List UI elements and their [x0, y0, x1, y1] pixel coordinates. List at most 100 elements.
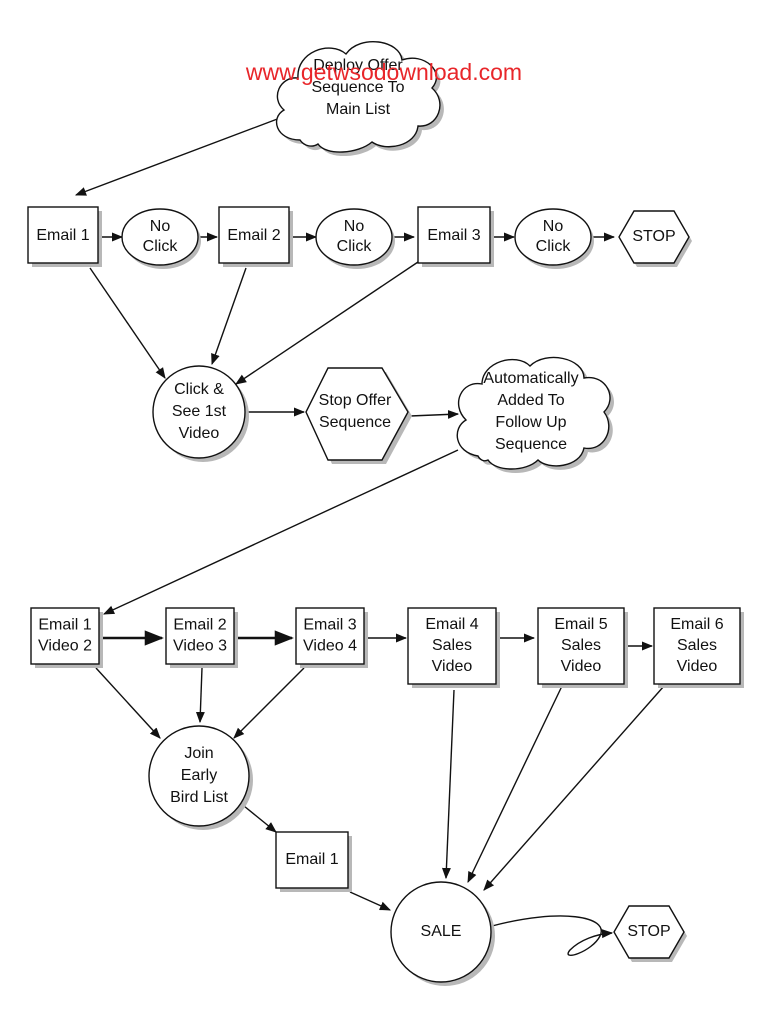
stop-bottom-label: STOP	[627, 923, 670, 940]
noclick3-label-line: Click	[536, 238, 572, 255]
edge-ev6-to-sale	[483, 685, 665, 891]
email2-top-label: Email 2	[227, 227, 280, 244]
edge-ev1-to-early-bird	[95, 667, 161, 739]
watermark-text: www.getwsodownload.com	[245, 59, 522, 85]
email1-top-label-line: Email 1	[36, 227, 89, 244]
ev6-label-line: Video	[677, 658, 718, 675]
deploy-offer-label-line: Deploy Offer	[313, 57, 403, 74]
ev1-label-line: Video 2	[38, 638, 92, 655]
early-bird-label-line: Bird List	[170, 789, 228, 806]
auto-follow-label-line: Automatically	[483, 370, 578, 387]
ev4-label-line: Video	[432, 658, 473, 675]
ev2-label: Email 2 Video 3	[173, 617, 227, 655]
edge-auto-follow-to-ev1	[102, 449, 459, 615]
ev4-label-line: Email 4	[425, 616, 478, 633]
email3-top-box: Email 3	[417, 206, 494, 267]
email1-video2-box: Email 1 Video 2	[30, 607, 103, 668]
ev5-label-line: Video	[561, 658, 602, 675]
edge-email1-to-click-video	[89, 267, 166, 379]
auto-follow-label-line: Follow Up	[495, 414, 566, 431]
edge-sale-to-stop	[491, 915, 614, 956]
ev6-label-line: Email 6	[670, 616, 723, 633]
noclick3-label-line: No	[543, 218, 564, 235]
noclick1-label-line: Click	[143, 238, 179, 255]
edges	[74, 117, 665, 956]
edge-email1-to-sale	[349, 891, 392, 911]
ev5-label-line: Email 5	[554, 616, 607, 633]
email1-top-box: Email 1	[27, 206, 102, 267]
ev3-label-line: Email 3	[303, 617, 356, 634]
email1-bottom-label-line: Email 1	[285, 851, 338, 868]
deploy-offer-label-line: Sequence To	[311, 79, 404, 96]
stop-bottom-label-line: STOP	[627, 923, 670, 940]
stop-offer-label-line: Sequence	[319, 414, 391, 431]
sale-label: SALE	[421, 923, 462, 940]
stop-top-label-line: STOP	[632, 228, 675, 245]
email1-bottom-box: Email 1	[275, 831, 352, 892]
click-video-label-line: See 1st	[172, 403, 227, 420]
auto-follow-label-line: Sequence	[495, 436, 567, 453]
email3-top-label-line: Email 3	[427, 227, 480, 244]
email1-bottom-label: Email 1	[285, 851, 338, 868]
ev2-label-line: Video 3	[173, 638, 227, 655]
noclick1-label-line: No	[150, 218, 171, 235]
ev3-label-line: Video 4	[303, 638, 357, 655]
ev2-label-line: Email 2	[173, 617, 226, 634]
ev3-label: Email 3 Video 4	[303, 617, 357, 655]
ev1-label: Email 1 Video 2	[38, 617, 92, 655]
edge-ev5-to-sale	[467, 685, 563, 884]
stop-top-hexagon: STOP	[618, 210, 692, 267]
email1-top-label: Email 1	[36, 227, 89, 244]
early-bird-label-line: Join	[184, 745, 213, 762]
early-bird-label-line: Early	[181, 767, 217, 784]
email2-top-label-line: Email 2	[227, 227, 280, 244]
edge-deploy-to-email1	[74, 117, 281, 196]
click-video-label-line: Click &	[174, 381, 224, 398]
edge-ev4-to-sale	[441, 689, 455, 880]
auto-follow-label-line: Added To	[497, 392, 564, 409]
ev1-label-line: Email 1	[38, 617, 91, 634]
email3-video4-box: Email 3 Video 4	[295, 607, 368, 668]
edge-email2-to-click-video	[211, 267, 247, 366]
edge-email3-to-click-video	[235, 261, 419, 385]
email2-video3-box: Email 2 Video 3	[165, 607, 238, 668]
email2-top-box: Email 2	[218, 206, 293, 267]
stop-offer-label-line: Stop Offer	[319, 392, 392, 409]
ev6-label-line: Sales	[677, 637, 717, 654]
email3-top-label: Email 3	[427, 227, 480, 244]
sale-label-line: SALE	[421, 923, 462, 940]
deploy-offer-label-line: Main List	[326, 101, 391, 118]
sale-circle: SALE	[390, 881, 495, 986]
noclick2-label-line: No	[344, 218, 365, 235]
edge-ev2-to-early-bird	[195, 667, 205, 724]
noclick2-label-line: Click	[337, 238, 373, 255]
stop-bottom-hexagon: STOP	[613, 905, 687, 962]
stop-top-label: STOP	[632, 228, 675, 245]
ev4-label-line: Sales	[432, 637, 472, 654]
ev5-label-line: Sales	[561, 637, 601, 654]
edge-stop-offer-to-auto-follow	[409, 409, 460, 419]
edge-ev3-to-early-bird	[233, 667, 305, 739]
